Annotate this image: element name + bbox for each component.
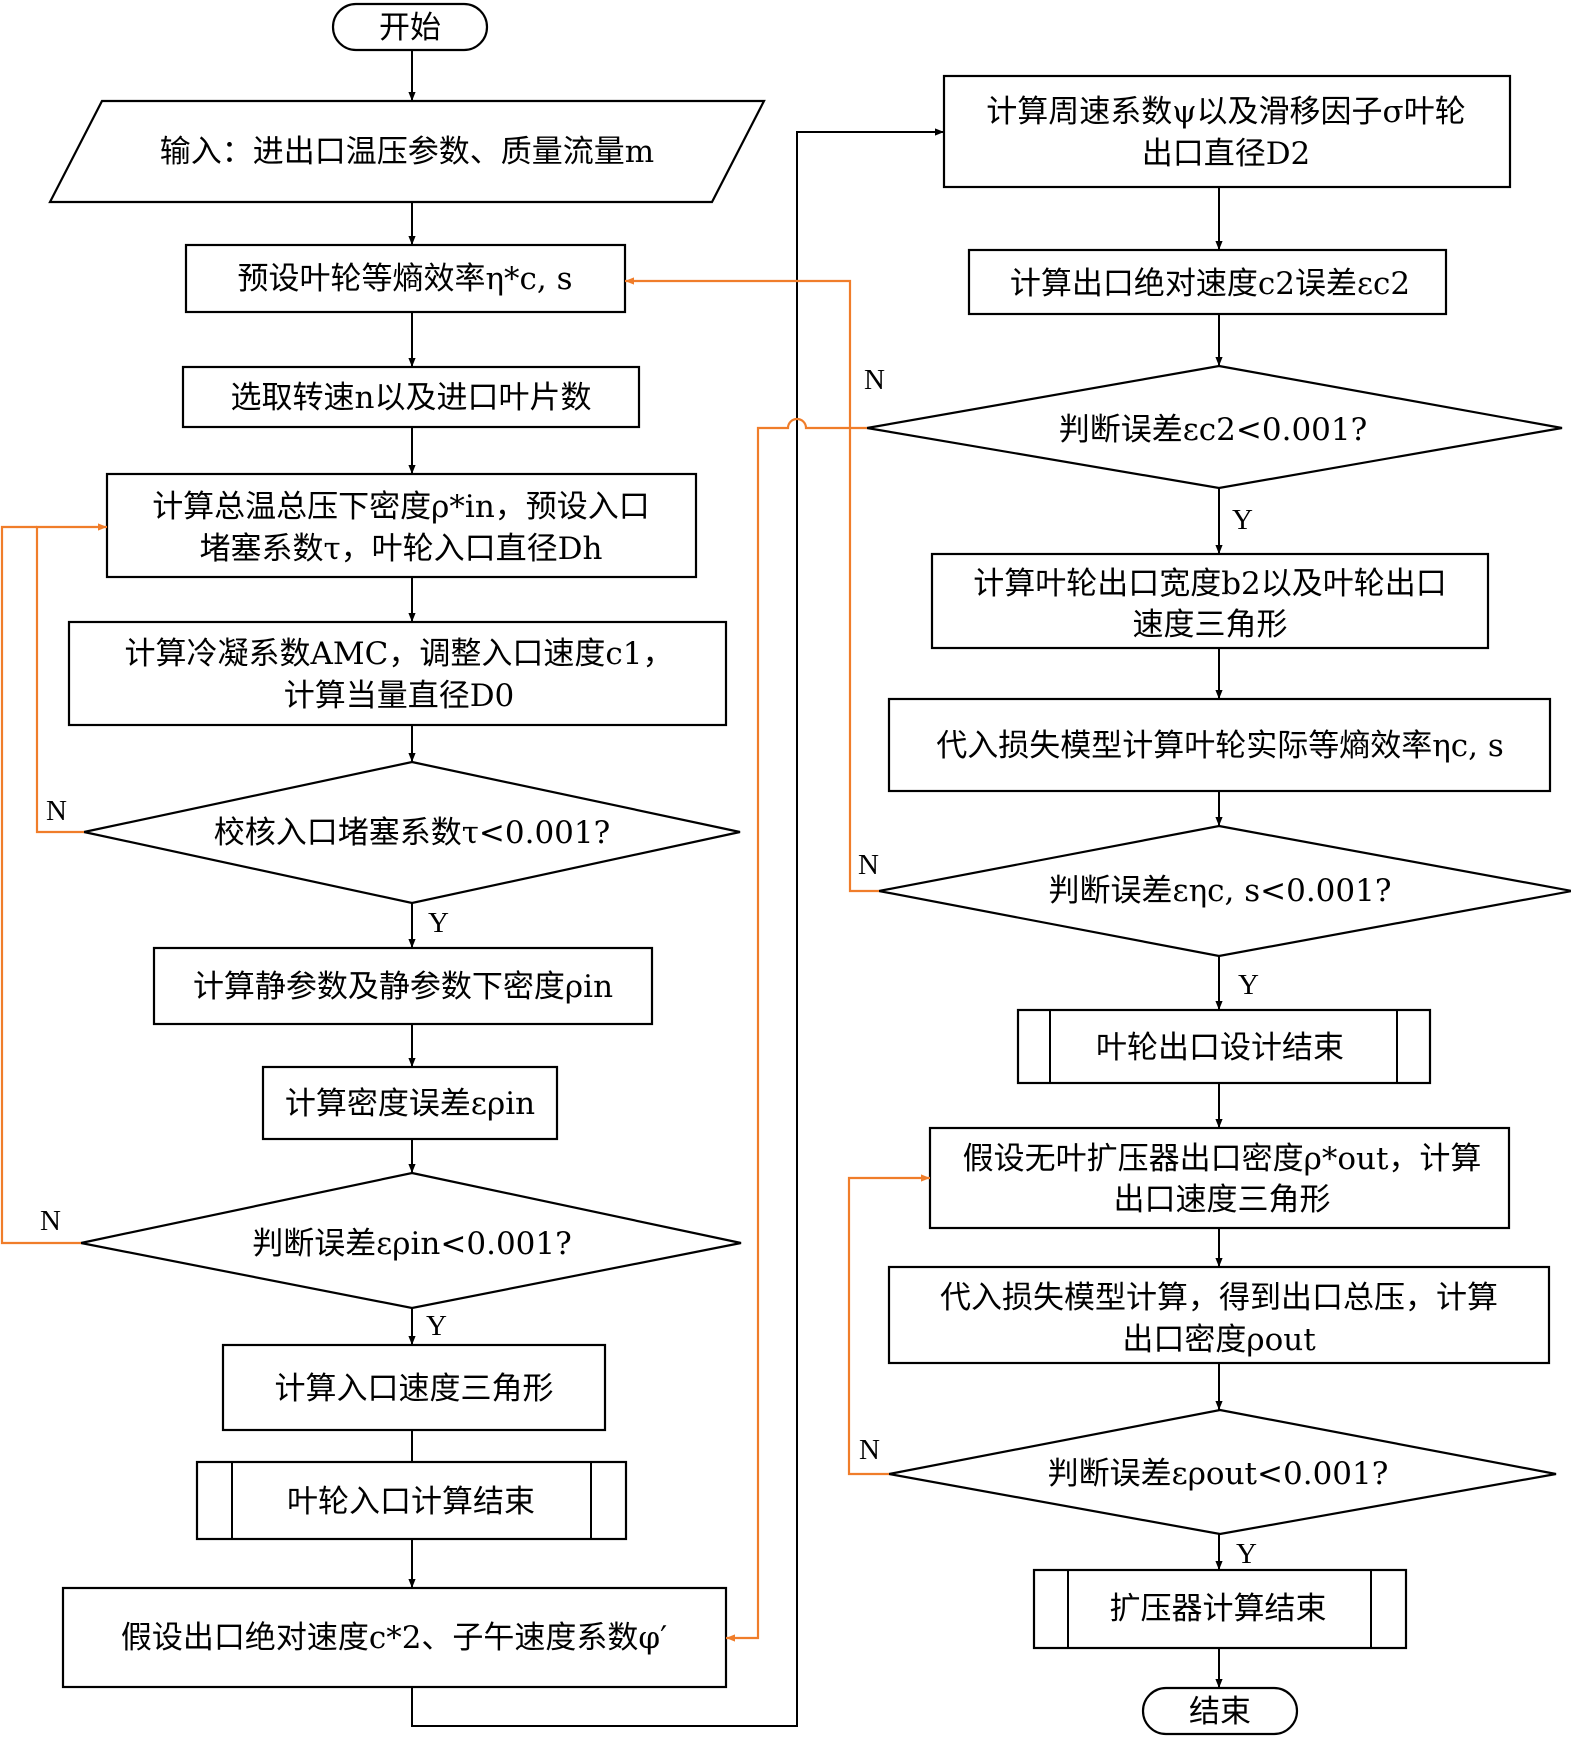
- calc-amc-line2: 计算当量直径D0: [284, 678, 515, 714]
- y-label-rho: Y: [426, 1310, 447, 1342]
- outlet-end-box: [1016, 1008, 1432, 1085]
- calc-density-error-label: 计算密度误差ερin: [285, 1086, 535, 1122]
- calc-b2-line2: 速度三角形: [1133, 607, 1288, 643]
- judge-rho-label: 判断误差ερin<0.001?: [252, 1226, 572, 1262]
- select-speed-label: 选取转速n以及进口叶片数: [231, 380, 592, 416]
- judge-rho-out-label: 判断误差ερout<0.001?: [1048, 1456, 1389, 1492]
- calc-c2-label: 计算出口绝对速度c2误差εc2: [1010, 266, 1410, 302]
- preset-efficiency-box: [184, 243, 627, 314]
- calc-static-box: [152, 946, 654, 1026]
- calc-psi-line2: 出口直径D2: [1142, 136, 1311, 172]
- inlet-triangle-label: 计算入口速度三角形: [275, 1371, 554, 1407]
- calc-static-label: 计算静参数及静参数下密度ρin: [193, 969, 613, 1005]
- loss-pressure-box: [887, 1265, 1551, 1365]
- n-label-eta: N: [858, 849, 879, 881]
- end-label: 结束: [1189, 1694, 1251, 1730]
- calc-b2-line1: 计算叶轮出口宽度b2以及叶轮出口: [973, 566, 1447, 602]
- loss-pressure-line1: 代入损失模型计算，得到出口总压，计算: [940, 1280, 1498, 1316]
- input-label: 输入：进出口温压参数、质量流量m: [160, 134, 654, 170]
- input-parallelogram: [48, 99, 766, 204]
- feedback-loops: [0, 277, 930, 1642]
- calc-amc-box: [67, 620, 728, 727]
- n-label-tau: N: [46, 795, 67, 827]
- calc-psi-box: [942, 74, 1512, 189]
- start-terminal: [331, 2, 489, 52]
- loss-pressure-line2: 出口密度ρout: [1122, 1322, 1316, 1358]
- y-label-eta: Y: [1238, 969, 1259, 1001]
- assume-rho-out-box: [928, 1126, 1511, 1230]
- preset-efficiency-label: 预设叶轮等熵效率η*c, s: [237, 261, 572, 297]
- calc-b2-box: [930, 552, 1490, 650]
- n-label-c2: N: [864, 364, 885, 396]
- assume-rho-out-line2: 出口速度三角形: [1114, 1182, 1331, 1218]
- diffuser-end-box: [1032, 1568, 1408, 1650]
- loss-efficiency-box: [887, 697, 1552, 793]
- y-label-c2: Y: [1232, 504, 1253, 536]
- assume-outlet-box: [61, 1586, 728, 1689]
- calc-c2-box: [967, 248, 1448, 316]
- n-label-rho: N: [40, 1205, 61, 1237]
- calc-psi-line1: 计算周速系数ψ以及滑移因子σ叶轮: [986, 94, 1465, 130]
- check-tau-label: 校核入口堵塞系数τ<0.001?: [214, 815, 611, 851]
- assume-outlet-label: 假设出口绝对速度c*2、子午速度系数φ′: [121, 1620, 667, 1656]
- calc-density-error-box: [261, 1065, 559, 1141]
- calc-density-line2: 堵塞系数τ，叶轮入口直径Dh: [200, 531, 603, 567]
- diffuser-end-label: 扩压器计算结束: [1110, 1591, 1327, 1627]
- calc-density-box: [105, 472, 698, 579]
- calc-density-line1: 计算总温总压下密度ρ*in，预设入口: [152, 489, 650, 525]
- loss-efficiency-label: 代入损失模型计算叶轮实际等熵效率ηc, s: [936, 728, 1504, 764]
- main-flow-connectors: [408, 50, 1223, 1727]
- n-label-rho-out: N: [859, 1434, 880, 1466]
- inlet-triangle-box: [221, 1343, 607, 1432]
- y-label-rho-out: Y: [1236, 1538, 1257, 1570]
- calc-amc-line1: 计算冷凝系数AMC，调整入口速度c1，: [125, 636, 674, 672]
- outlet-end-label: 叶轮出口设计结束: [1096, 1030, 1344, 1066]
- y-label-tau: Y: [428, 907, 449, 939]
- inlet-end-label: 叶轮入口计算结束: [287, 1484, 535, 1520]
- judge-c2-label: 判断误差εc2<0.001?: [1059, 412, 1368, 448]
- assume-rho-out-line1: 假设无叶扩压器出口密度ρ*out，计算: [963, 1141, 1482, 1177]
- inlet-end-box: [195, 1460, 628, 1541]
- start-label: 开始: [379, 10, 441, 46]
- judge-eta-label: 判断误差εηc, s<0.001?: [1049, 873, 1392, 909]
